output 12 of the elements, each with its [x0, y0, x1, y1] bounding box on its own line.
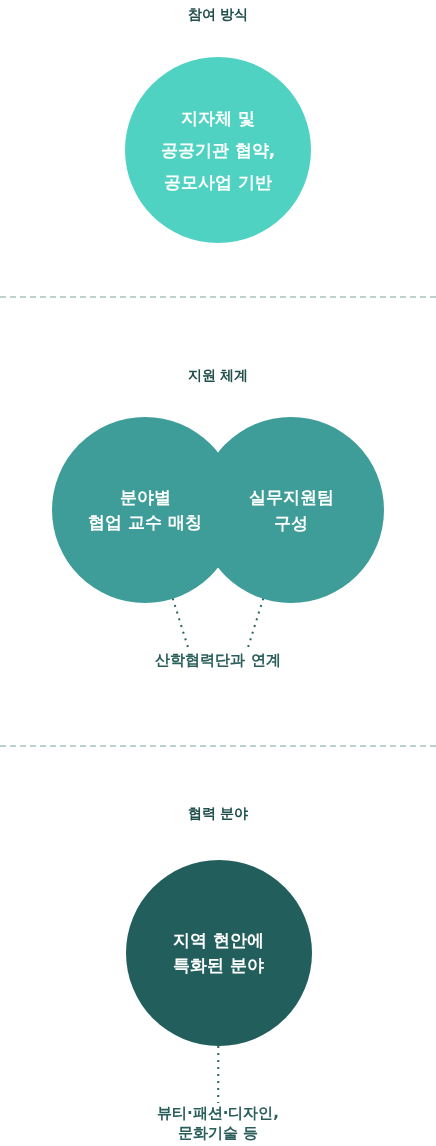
node-label: 지자체 및 공공기관 협약, 공모사업 기반 — [160, 106, 276, 194]
node-label: 실무지원팀 구성 — [248, 485, 334, 535]
leader-line — [217, 1045, 220, 1104]
node-label: 지역 현안에 특화된 분야 — [173, 929, 264, 977]
circle-node — [125, 860, 312, 1046]
section-heading: 협력 분야 — [187, 804, 249, 823]
caption-text: 뷰티·패션·디자인, 문화기술 등 — [156, 1103, 280, 1143]
section-heading: 지원 체계 — [187, 366, 249, 385]
circle-node — [125, 56, 311, 243]
caption-text: 산학협력단과 연계 — [155, 650, 281, 670]
node-label: 분야별 협업 교수 매칭 — [88, 485, 202, 534]
section-heading: 참여 방식 — [187, 5, 249, 24]
